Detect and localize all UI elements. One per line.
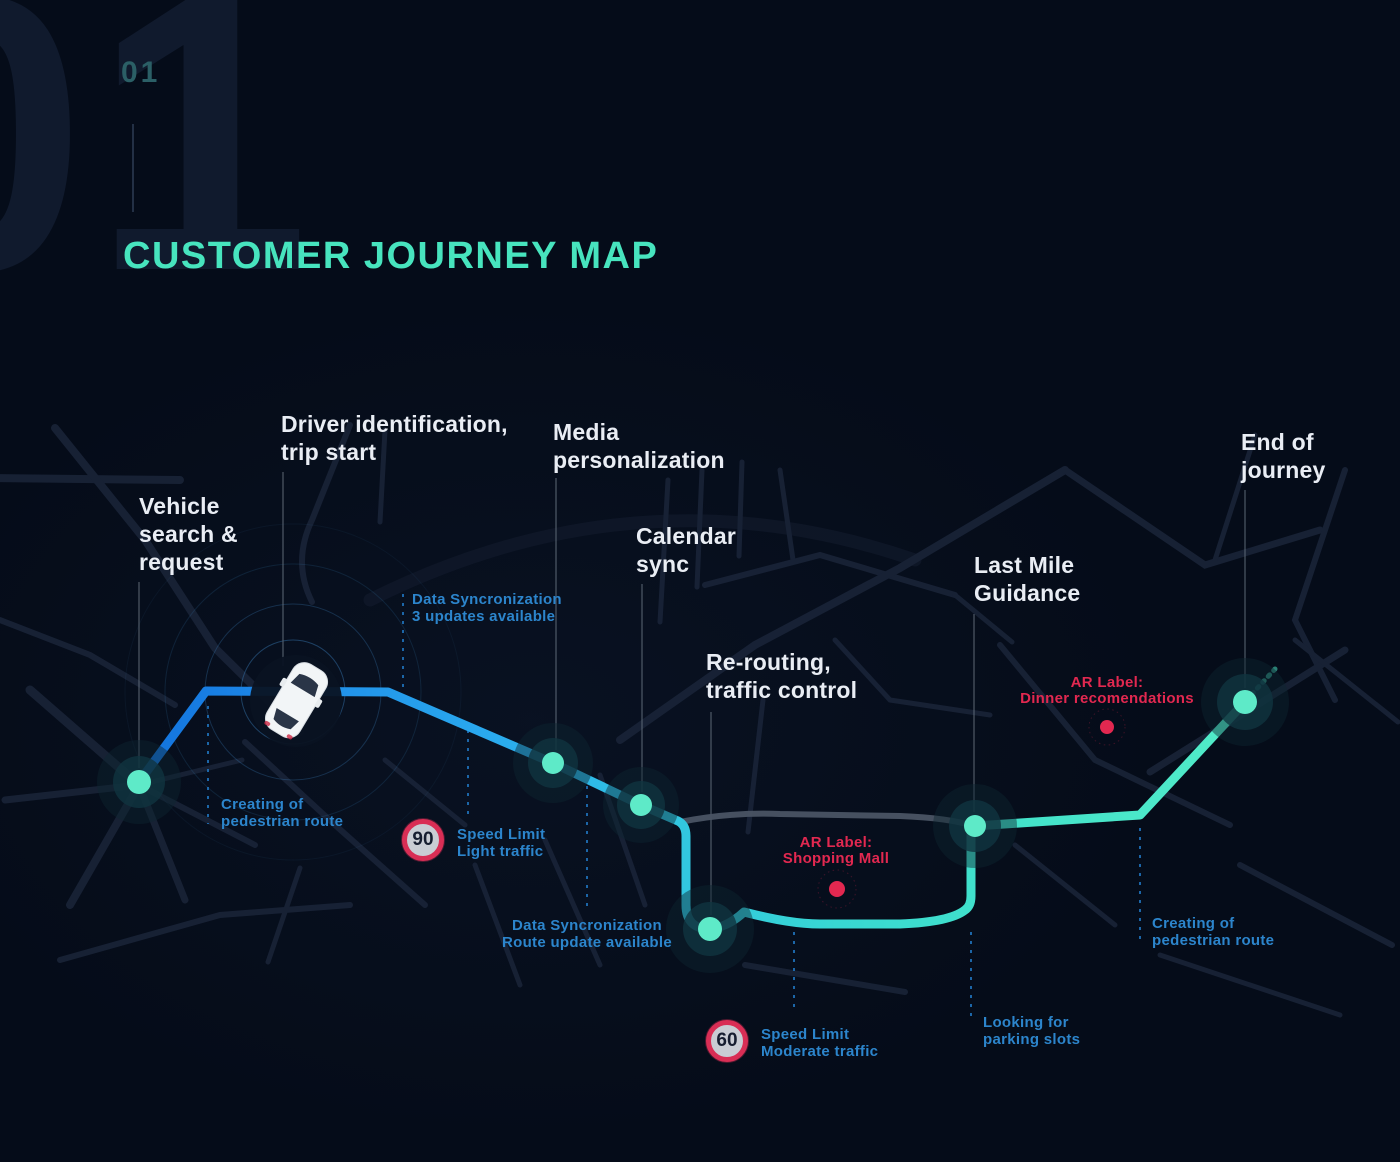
stage-label-media-personalization: Media personalization: [553, 419, 725, 473]
speed-limit-value-60: 60: [716, 1030, 738, 1051]
section-number-watermark: 01: [0, 0, 317, 353]
note-speed-limit-90: Speed Limit Light traffic: [457, 826, 546, 860]
note-parking-slots: Looking for parking slots: [983, 1014, 1081, 1048]
section-number-tick: [132, 124, 134, 212]
journey-route-path: [134, 686, 1250, 934]
page-title: CUSTOMER JOURNEY MAP: [123, 235, 659, 277]
alternative-route-path: [677, 810, 976, 829]
journey-nodes: [97, 658, 1289, 973]
stage-label-re-routing: Re-routing, traffic control: [706, 649, 858, 703]
ar-label-shopping-mall: AR Label: Shopping Mall: [782, 834, 890, 867]
annotation-dashed-lines: [207, 594, 1141, 1016]
speed-limit-badge-90: 90: [402, 819, 444, 861]
speed-limit-value-90: 90: [412, 829, 434, 850]
speed-limit-badge-60: 60: [706, 1020, 748, 1062]
note-pedestrian-route-start: Creating of pedestrian route: [221, 796, 344, 830]
note-data-sync-updates: Data Syncronization 3 updates available: [412, 591, 562, 625]
ar-label-dinner-recomendations: AR Label: Dinner recomendations: [1020, 674, 1194, 707]
note-pedestrian-route-end: Creating of pedestrian route: [1152, 915, 1275, 949]
stage-label-driver-identification: Driver identification, trip start: [281, 411, 508, 465]
stage-label-last-mile-guidance: Last Mile Guidance: [974, 552, 1081, 606]
node-re-routing: [666, 885, 754, 973]
node-calendar-sync: [603, 767, 679, 843]
note-data-sync-route: Data Syncronization Route update availab…: [502, 917, 672, 951]
node-last-mile-guidance: [933, 784, 1017, 868]
stage-label-vehicle-search: Vehicle search & request: [139, 493, 238, 575]
stage-connector-lines: [138, 472, 1246, 915]
node-end-of-journey: [1201, 658, 1289, 746]
ar-point-shopping-mall: [817, 869, 857, 909]
stage-label-end-of-journey: End of journey: [1241, 429, 1326, 483]
node-vehicle-search: [97, 740, 181, 824]
stage-label-calendar-sync: Calendar sync: [636, 523, 737, 577]
car-icon: [250, 655, 342, 747]
ar-points: [817, 708, 1126, 909]
section-number: 01: [121, 56, 161, 89]
ar-point-dinner-recomendations: [1088, 708, 1126, 746]
note-speed-limit-60: Speed Limit Moderate traffic: [761, 1026, 879, 1060]
node-media-personalization: [513, 723, 593, 803]
